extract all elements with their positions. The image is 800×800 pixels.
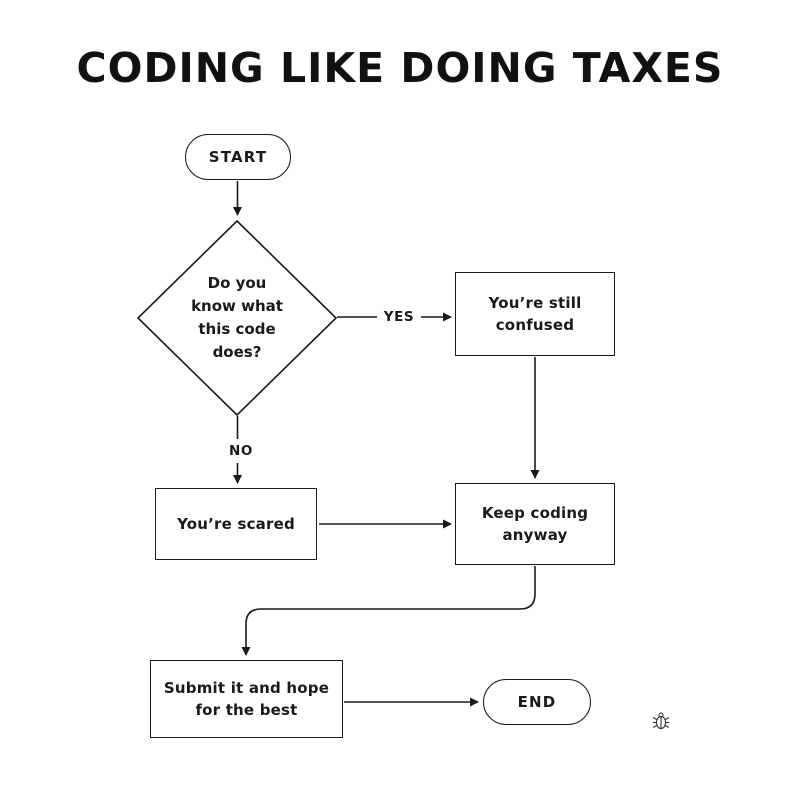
submit-node: Submit it and hope for the best (150, 660, 343, 738)
decision-node: Do you know what this code does? (191, 273, 283, 362)
yes-edge-label: YES (377, 305, 421, 329)
end-node: END (483, 679, 591, 725)
keep-coding-node: Keep coding anyway (455, 483, 615, 565)
bug-icon (652, 712, 670, 730)
scared-node: You’re scared (155, 488, 317, 560)
page-title: CODING LIKE DOING TAXES (76, 44, 724, 92)
no-edge-label: NO (221, 439, 261, 463)
decision-diamond-shape (136, 219, 338, 417)
connector-keepcoding-submit (241, 566, 536, 656)
confused-node: You’re still confused (455, 272, 615, 356)
start-node: START (185, 134, 291, 180)
